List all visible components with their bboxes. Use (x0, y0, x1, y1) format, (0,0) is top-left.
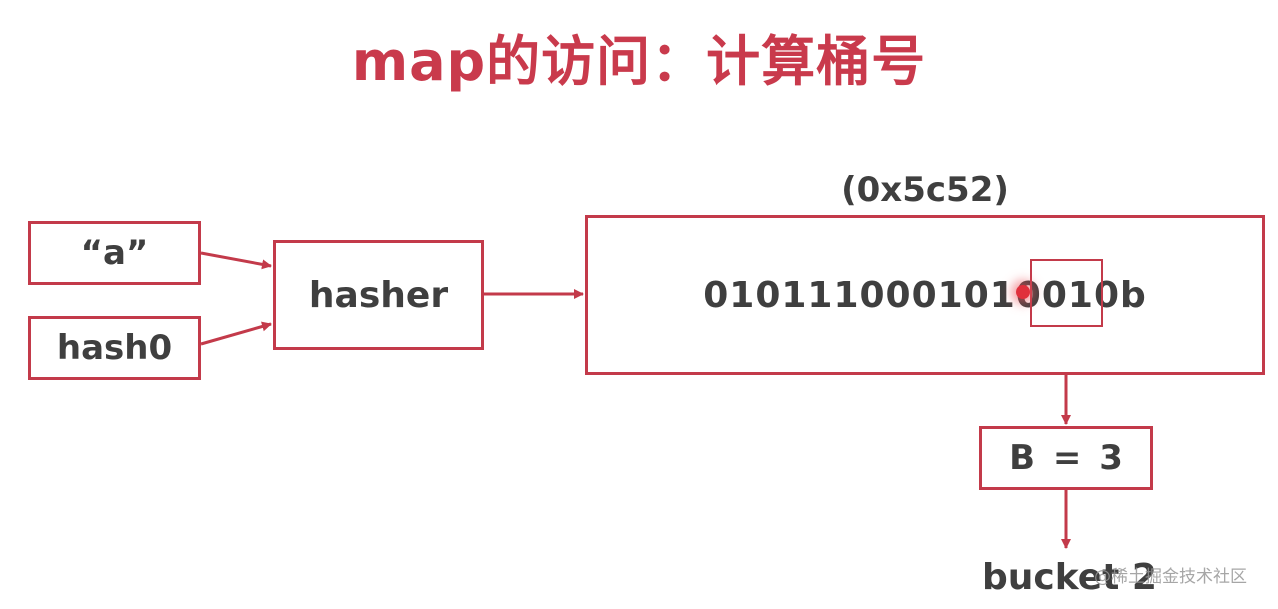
low-bits-highlight (1030, 259, 1103, 327)
seed-input-box: hash0 (28, 316, 201, 380)
arrow-key-to-hasher (200, 251, 272, 270)
arrow-seed-to-hasher (200, 321, 272, 346)
b-value-box: B = 3 (979, 426, 1153, 490)
hash-hex-label: (0x5c52) (841, 170, 1009, 210)
key-input-box: “a” (28, 221, 201, 285)
page-title: map的访问：计算桶号 (351, 30, 927, 93)
hash-binary-box: 0101110001010010b (585, 215, 1265, 375)
bucket-result-label: bucket 2 (982, 557, 1157, 598)
watermark-text: @稀土掘金技术社区 (1094, 567, 1247, 587)
pointer-cursor-icon (1016, 285, 1030, 299)
hasher-box: hasher (273, 240, 484, 350)
